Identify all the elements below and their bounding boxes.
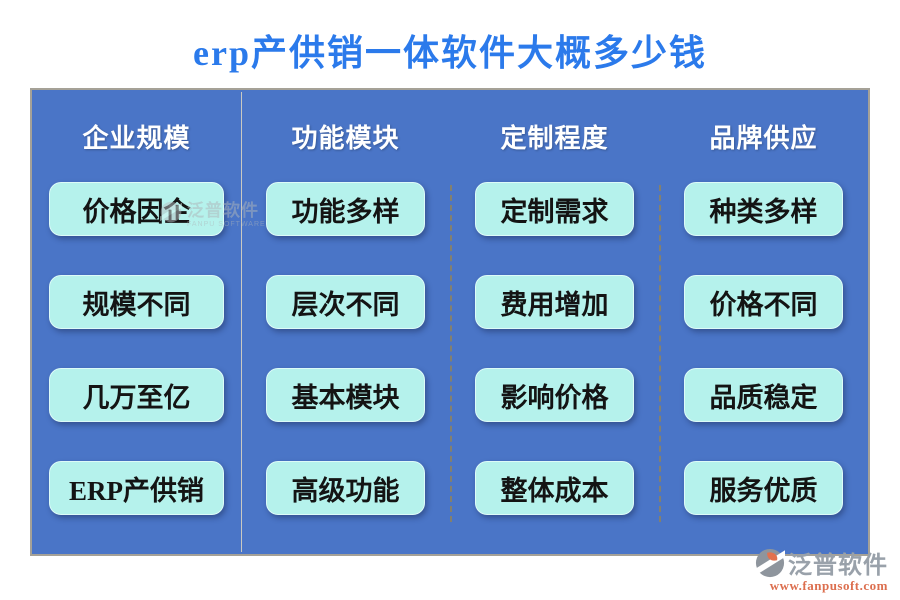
card-button[interactable]: 高级功能: [266, 461, 425, 515]
column-header: 企业规模: [82, 123, 191, 153]
card-button[interactable]: 整体成本: [475, 461, 634, 515]
column-divider-dashed: [659, 185, 661, 522]
columns-container: 企业规模 价格因企 规模不同 几万至亿 ERP产供销 功能模块 功能多样 层次不…: [32, 90, 868, 554]
card-button[interactable]: 费用增加: [475, 275, 634, 329]
footer-branding: 泛普软件 www.fanpusoft.com: [755, 545, 888, 594]
card-button[interactable]: 品质稳定: [684, 368, 843, 422]
card-button[interactable]: 服务优质: [684, 461, 843, 515]
card-button[interactable]: 几万至亿: [48, 368, 225, 422]
card-button[interactable]: 定制需求: [475, 182, 634, 236]
card-button[interactable]: 种类多样: [684, 182, 843, 236]
card-button[interactable]: 基本模块: [266, 368, 425, 422]
page-title: erp产供销一体软件大概多少钱: [193, 33, 707, 73]
column-divider-solid: [241, 92, 242, 552]
column-header: 功能模块: [291, 123, 400, 153]
card-button[interactable]: 层次不同: [266, 275, 425, 329]
card-button[interactable]: 功能多样: [266, 182, 425, 236]
column-header: 品牌供应: [709, 123, 818, 153]
card-button[interactable]: ERP产供销: [48, 461, 225, 515]
card-button[interactable]: 价格不同: [684, 275, 843, 329]
column-enterprise-scale: 企业规模 价格因企 规模不同 几万至亿 ERP产供销: [32, 90, 241, 554]
column-header: 定制程度: [500, 123, 609, 153]
card-button[interactable]: 规模不同: [48, 275, 225, 329]
brand-url[interactable]: www.fanpusoft.com: [769, 578, 888, 593]
brand-name: 泛普软件: [788, 552, 888, 579]
card-button[interactable]: 影响价格: [475, 368, 634, 422]
column-function-modules: 功能模块 功能多样 层次不同 基本模块 高级功能: [241, 90, 450, 554]
column-divider-dashed: [450, 185, 452, 522]
card-button[interactable]: 价格因企: [48, 182, 225, 236]
column-brand-supply: 品牌供应 种类多样 价格不同 品质稳定 服务优质: [659, 90, 868, 554]
column-customization-degree: 定制程度 定制需求 费用增加 影响价格 整体成本: [450, 90, 659, 554]
main-panel: 企业规模 价格因企 规模不同 几万至亿 ERP产供销 功能模块 功能多样 层次不…: [30, 88, 870, 556]
fanpu-logo-icon: [755, 548, 785, 577]
